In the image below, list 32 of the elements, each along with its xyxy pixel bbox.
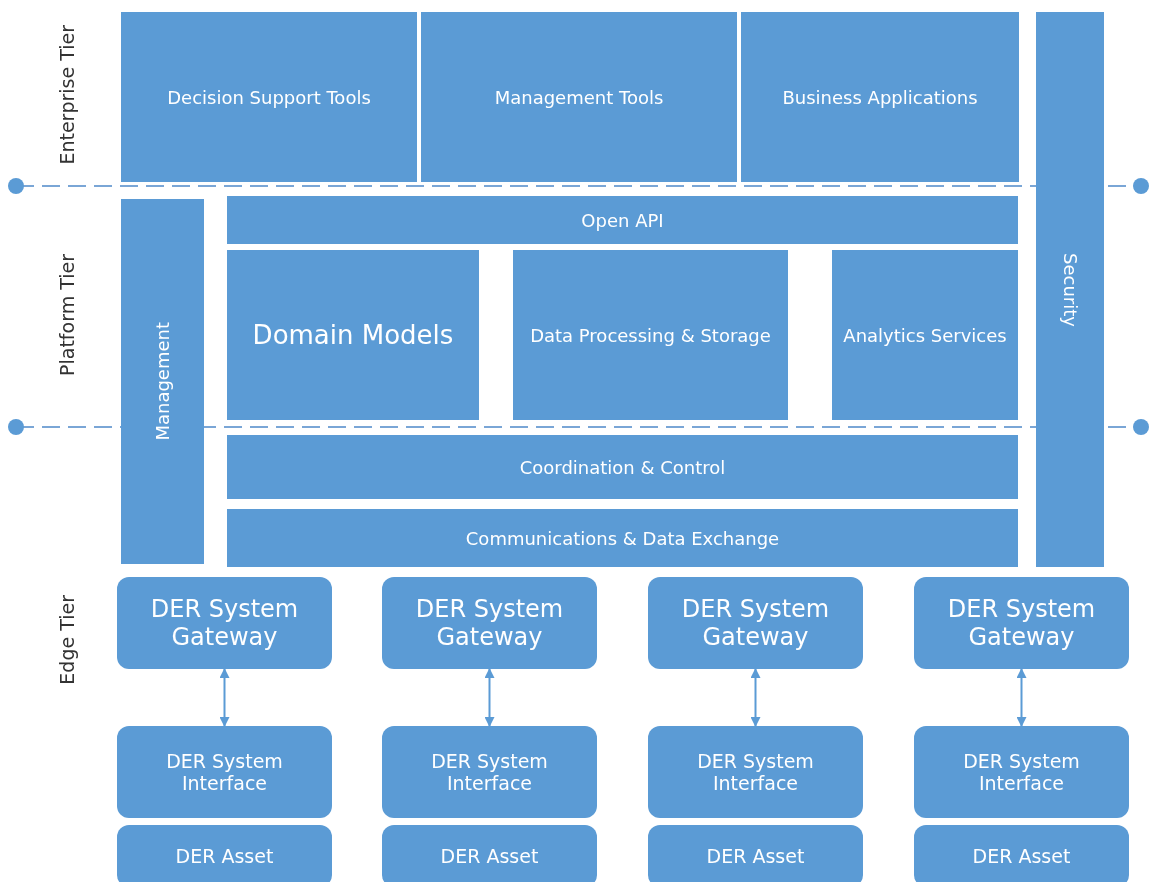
management-bar xyxy=(121,199,204,564)
security-bar xyxy=(1036,12,1104,567)
interface-box: DER System Interface xyxy=(117,726,332,818)
gateway-box: DER System Gateway xyxy=(914,577,1129,669)
asset-box: DER Asset xyxy=(914,825,1129,882)
gateway-box: DER System Gateway xyxy=(648,577,863,669)
gateway-box: DER System Gateway xyxy=(117,577,332,669)
control-layer: Coordination & Control xyxy=(227,435,1018,499)
application-block: Business Applications xyxy=(741,12,1019,182)
tool-block: Management Tools xyxy=(421,12,737,182)
tier-label: Enterprise Tier xyxy=(56,25,78,165)
asset-box: DER Asset xyxy=(648,825,863,882)
tier-label: Platform Tier xyxy=(56,254,78,376)
interface-box: DER System Interface xyxy=(382,726,597,818)
asset-box: DER Asset xyxy=(382,825,597,882)
double-arrow xyxy=(219,668,230,727)
layer-label: Security xyxy=(1059,252,1081,327)
model-block: Domain Models xyxy=(227,250,479,420)
interface-box: DER System Interface xyxy=(914,726,1129,818)
analytics-block: Analytics Services xyxy=(832,250,1018,420)
storage-block: Data Processing & Storage xyxy=(513,250,788,420)
tool-block: Decision Support Tools xyxy=(121,12,417,182)
double-arrow xyxy=(484,668,495,727)
api-layer: Open API xyxy=(227,196,1018,244)
asset-box: DER Asset xyxy=(117,825,332,882)
layer-label: Management xyxy=(152,322,173,441)
gateway-box: DER System Gateway xyxy=(382,577,597,669)
interface-box: DER System Interface xyxy=(648,726,863,818)
double-arrow xyxy=(1016,668,1027,727)
tier-label: Edge Tier xyxy=(56,595,78,685)
double-arrow xyxy=(750,668,761,727)
communications-layer: Communications & Data Exchange xyxy=(227,509,1018,567)
